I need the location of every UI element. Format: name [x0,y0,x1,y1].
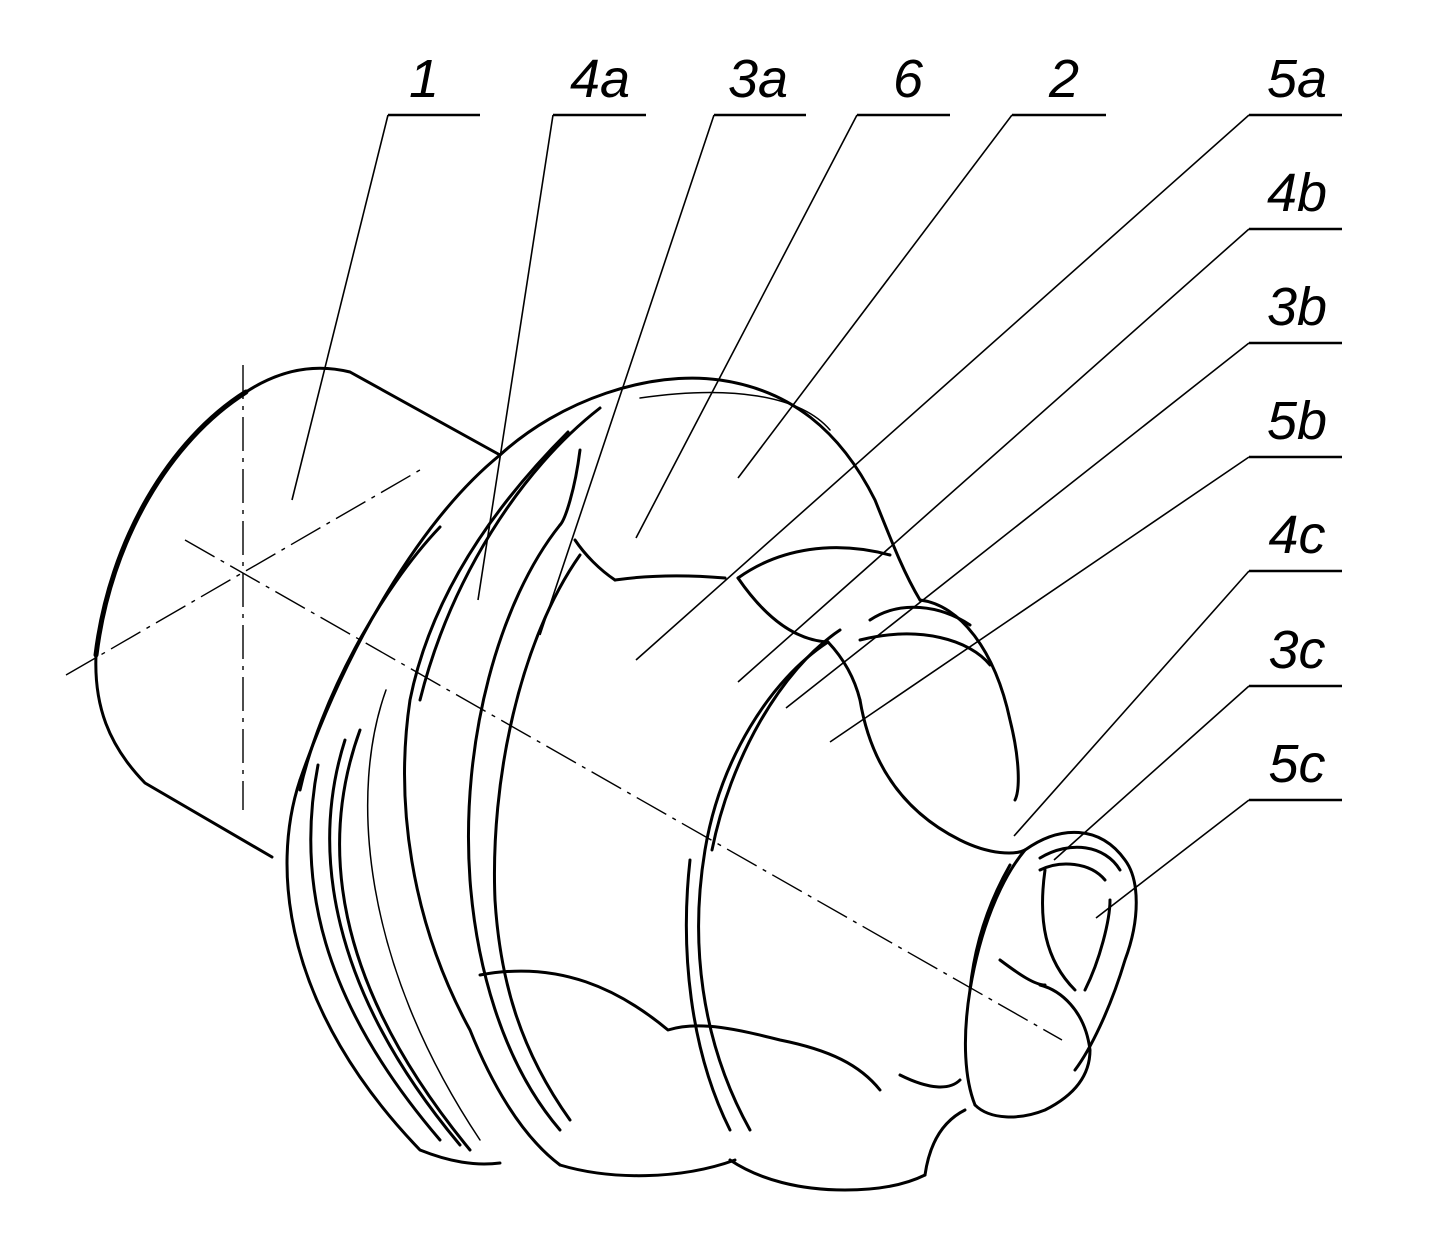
segment-c [963,830,1138,1119]
label-3b: 3b [1267,277,1327,337]
label-5b: 5b [1267,391,1327,451]
label-underlines [388,113,1342,802]
label-1: 1 [409,49,439,109]
label-4b: 4b [1267,163,1327,223]
reference-labels: 1 4a 3a 6 2 5a 4b 3b 5b 4c 3c 5c [409,49,1327,794]
label-4a: 4a [570,49,630,109]
segment-a [403,376,922,1178]
label-6: 6 [893,49,924,109]
axes [65,365,1063,1041]
label-3c: 3c [1268,620,1325,680]
segment-5a-facet [736,546,892,702]
label-2: 2 [1048,49,1079,109]
base-flange [285,453,502,1166]
leader-lines [291,114,1250,919]
label-3a: 3a [728,49,788,109]
part-1-cap [93,366,502,859]
label-4c: 4c [1268,505,1325,565]
label-5a: 5a [1267,49,1327,109]
label-5c: 5c [1268,734,1325,794]
segment-b [684,598,1027,1192]
